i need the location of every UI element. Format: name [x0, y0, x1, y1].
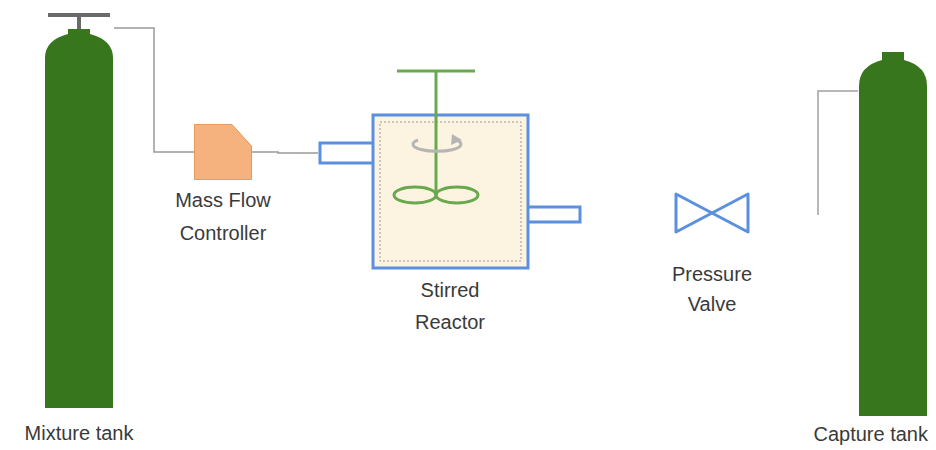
- gas-cylinder-outline: [858, 50, 928, 416]
- pressure-valve-outline: [674, 192, 750, 234]
- gas-cylinder-outline: [44, 12, 114, 410]
- gas-line: [252, 152, 318, 153]
- component-label: Pressure Valve: [662, 259, 762, 319]
- mass-flow-controller: Mass Flow Controller: [194, 124, 252, 180]
- mass-flow-controller-outline: [194, 124, 252, 180]
- stirred-reactor-outline: [318, 68, 582, 270]
- component-label: Stirred Reactor: [400, 274, 500, 338]
- component-label: Mixture tank: [4, 420, 154, 446]
- stirred-reactor: Stirred Reactor: [318, 68, 582, 270]
- component-label: Mass Flow Controller: [158, 184, 288, 250]
- component-label: Capture tank: [813, 421, 928, 447]
- gas-line: [114, 28, 194, 152]
- pressure-valve: Pressure Valve: [674, 192, 750, 234]
- gas-cylinder: Mixture tank: [44, 12, 114, 410]
- capture-inlet-line: [818, 91, 858, 215]
- gas-cylinder: Capture tank: [858, 50, 928, 416]
